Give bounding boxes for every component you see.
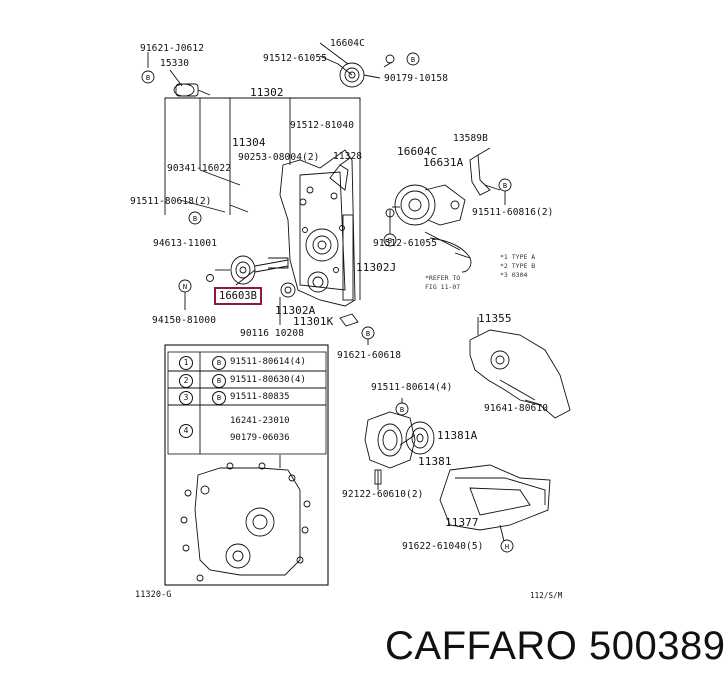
label-90341-16022: 90341-16022 (167, 163, 232, 174)
label-91512-61055-mid: 91512-61055 (373, 238, 438, 249)
legend-num-4: 4 (179, 424, 193, 438)
label-91511-80618: 91511-80618(2) (130, 196, 212, 207)
legend-row-3: 3 B 91511-80835 (168, 389, 326, 407)
idler-stud-15330 (169, 69, 211, 97)
legend-symbol-3: B (212, 391, 226, 405)
label-90116-10208: 90116 10208 (240, 328, 305, 339)
label-94150-81000: 94150-81000 (152, 315, 217, 326)
label-91621-j0612: 91621-J0612 (140, 43, 205, 54)
label-11377: 11377 (445, 516, 479, 529)
label-16604c-mid: 16604C (397, 145, 438, 158)
legend-num-2: 2 (179, 374, 193, 388)
svg-text:H: H (505, 543, 509, 551)
legend-row-1: 1 B 91511-80614(4) (168, 354, 326, 372)
svg-text:B: B (388, 237, 392, 245)
note-type-a: *1 TYPE A (500, 253, 536, 261)
legend-part-4a: 16241-23010 (230, 416, 290, 426)
label-11302a: 11302A (275, 304, 316, 317)
legend-num-3: 3 (179, 391, 193, 405)
label-94613-11001: 94613-11001 (153, 238, 218, 249)
legend-symbol-1: B (212, 356, 226, 370)
label-11302j: 11302J (356, 261, 397, 274)
legend-num-1: 1 (179, 356, 193, 370)
svg-text:B: B (411, 56, 415, 64)
legend-part-4b: 90179-06036 (230, 433, 290, 443)
legend-row-2: 2 B 91511-80630(4) (168, 372, 326, 390)
timing-cover-right (469, 329, 571, 419)
label-91621-60618: 91621-60618 (337, 350, 402, 361)
label-13589b: 13589B (453, 133, 488, 144)
svg-text:N: N (183, 283, 187, 291)
label-91641-80610: 91641-80610 (484, 403, 549, 414)
label-92122-60610: 92122-60610(2) (342, 489, 424, 500)
label-91511-60816: 91511-60816(2) (472, 207, 554, 218)
label-11328: 11328 (333, 151, 363, 162)
timing-cover-center (279, 149, 356, 307)
label-16631a: 16631A (423, 156, 464, 169)
brand-part-number: CAFFARO 500389 (385, 624, 726, 668)
exploded-parts-drawing: B B B B B N B B H (141, 42, 571, 586)
drawing-number: 112/S/M (530, 591, 563, 600)
legend-row-4: 4 16241-23010 90179-06036 (168, 415, 326, 451)
label-11355: 11355 (478, 312, 512, 325)
legend-part-2: 91511-80630(4) (230, 375, 306, 385)
svg-text:B: B (503, 182, 507, 190)
label-91512-81040: 91512-81040 (290, 120, 355, 131)
svg-text:B: B (193, 215, 197, 223)
highlighted-part-16603b[interactable]: 16603B (214, 287, 262, 305)
label-91511-80614: 91511-80614(4) (371, 382, 453, 393)
label-90179-10158: 90179-10158 (384, 73, 449, 84)
idler-pulley-16603b (230, 255, 289, 286)
label-11381a: 11381A (437, 429, 478, 442)
svg-text:B: B (366, 330, 370, 338)
legend-part-1: 91511-80614(4) (230, 357, 306, 367)
label-11381: 11381 (418, 455, 452, 468)
label-11302: 11302 (250, 86, 284, 99)
cover-outline-legend (180, 455, 311, 582)
oil-pan-11377 (439, 464, 551, 552)
legend-symbol-2: B (212, 374, 226, 388)
label-16604c-top: 16604C (330, 38, 365, 49)
svg-text:B: B (146, 74, 150, 82)
label-11301k: 11301K (293, 315, 334, 328)
label-11304: 11304 (232, 136, 266, 149)
note-type-b: *2 TYPE B (500, 262, 536, 270)
label-90253-08004: 90253-08004(2) (238, 152, 320, 163)
note-fig-ref: FIG 11-07 (425, 283, 461, 291)
label-91512-61055-top: 91512-61055 (263, 53, 328, 64)
note-refer-to: *REFER TO (425, 274, 461, 282)
label-91622-61040: 91622-61040(5) (402, 541, 484, 552)
svg-text:B: B (400, 406, 404, 414)
parts-diagram-page: B B B B B N B B H 91621-J0612 15330 1660… (130, 38, 726, 668)
note-type-c: *3 0304 (500, 271, 528, 279)
label-15330: 15330 (160, 58, 190, 69)
legend-part-3: 91511-80835 (230, 392, 290, 402)
figure-reference: 11320-G (135, 590, 172, 600)
